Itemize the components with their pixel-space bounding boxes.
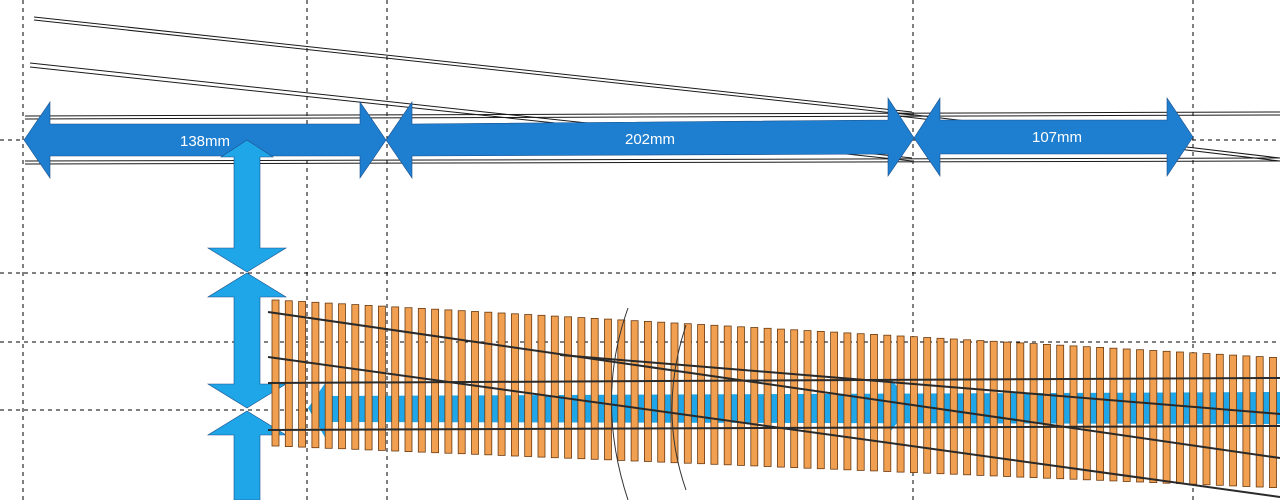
- turnout-rails: [267, 311, 1280, 498]
- sleeper: [803, 330, 812, 469]
- sleeper: [1056, 344, 1065, 480]
- sleeper: [617, 319, 626, 461]
- sleeper: [710, 324, 719, 465]
- sleeper: [670, 322, 679, 464]
- sleeper: [311, 301, 320, 449]
- sleeper: [377, 305, 386, 451]
- sleeper: [1255, 356, 1264, 488]
- sleeper: [1082, 346, 1091, 481]
- sleeper: [324, 302, 333, 449]
- sleeper: [1242, 355, 1251, 487]
- sleeper: [417, 307, 426, 453]
- sleeper: [1003, 341, 1011, 477]
- sleeper: [657, 321, 666, 463]
- sleeper: [976, 340, 985, 476]
- sleeper: [1136, 349, 1144, 483]
- sleeper: [550, 315, 559, 459]
- sleeper: [1149, 350, 1158, 484]
- sleeper: [351, 304, 360, 450]
- sleeper: [604, 318, 612, 461]
- sleeper: [510, 313, 519, 457]
- dimension-label-107: 107mm: [1032, 129, 1082, 146]
- sleeper: [484, 311, 493, 456]
- dimension-label-138: 138mm: [180, 133, 230, 150]
- sleeper: [564, 316, 572, 459]
- sleeper: [989, 340, 998, 477]
- sleeper: [763, 327, 772, 467]
- dimension-arrows: [23, 96, 1194, 179]
- sleeper: [1176, 351, 1184, 485]
- sleeper: [391, 306, 400, 452]
- sleeper: [298, 301, 307, 448]
- sleeper: [963, 339, 971, 476]
- sleeper: [723, 325, 732, 466]
- sleepers: [271, 299, 1277, 488]
- vertical-arrow-middle: [206, 272, 288, 409]
- sleeper: [923, 337, 932, 474]
- sleeper: [364, 304, 373, 451]
- sleeper: [1162, 350, 1171, 484]
- sleeper: [1122, 348, 1131, 482]
- sleeper: [883, 334, 892, 472]
- sleeper: [284, 300, 293, 447]
- sleeper: [870, 333, 878, 472]
- sleeper: [577, 317, 586, 460]
- sleeper: [816, 330, 825, 470]
- sleeper: [843, 332, 852, 471]
- sleeper: [1029, 343, 1038, 479]
- sleeper: [737, 326, 745, 466]
- vertical-dimension-arrows: [206, 139, 288, 500]
- sleeper: [644, 320, 652, 462]
- sleeper: [537, 314, 546, 458]
- sleeper: [1202, 353, 1211, 486]
- sleeper: [271, 299, 280, 447]
- sleeper: [1269, 356, 1277, 488]
- sleeper: [404, 307, 413, 453]
- sleeper: [1229, 354, 1237, 487]
- sleeper: [949, 338, 958, 475]
- sleeper: [1109, 347, 1118, 482]
- sleeper: [1016, 342, 1025, 478]
- turnout-model: [267, 299, 1280, 500]
- dimension-arrow-107: [913, 96, 1194, 177]
- sleeper: [856, 333, 865, 471]
- vertical-arrow-top: [206, 139, 288, 273]
- construction-arcs: [611, 307, 687, 500]
- sleeper: [683, 323, 692, 464]
- sleeper: [1096, 346, 1104, 481]
- sleeper: [524, 314, 533, 457]
- sleeper: [697, 324, 705, 465]
- sleeper: [1189, 352, 1198, 485]
- sleeper: [590, 317, 599, 460]
- sleeper: [497, 312, 506, 456]
- sleeper: [777, 328, 785, 468]
- sleeper: [830, 331, 838, 470]
- sleeper: [338, 303, 346, 450]
- sleeper: [1043, 343, 1051, 479]
- sleeper: [936, 337, 945, 475]
- sleeper: [790, 329, 799, 468]
- vertical-arrow-bottom: [206, 410, 288, 500]
- sleeper: [630, 320, 639, 462]
- dimension-label-202: 202mm: [625, 131, 675, 148]
- sleeper: [1069, 345, 1078, 480]
- sleeper: [1215, 353, 1224, 486]
- sleeper: [750, 327, 759, 467]
